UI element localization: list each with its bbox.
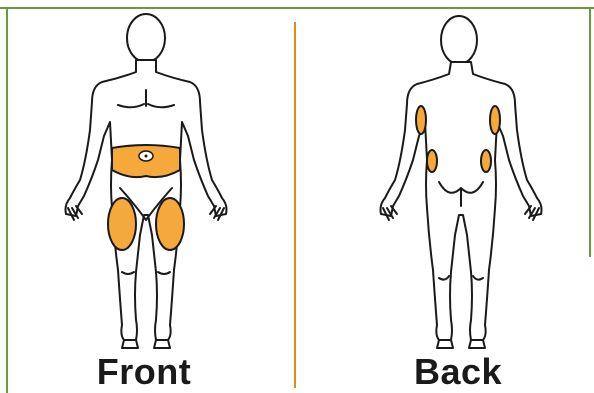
- front-body-figure: [40, 10, 250, 355]
- left-hip-injection-area: [427, 150, 437, 172]
- front-label: Front: [24, 352, 264, 392]
- feet-lines: [437, 340, 485, 348]
- frame-left-border: [6, 7, 8, 393]
- back-label: Back: [338, 352, 578, 392]
- back-body-figure: [355, 10, 565, 355]
- right-upper-arm-injection-area: [490, 106, 500, 134]
- left-thigh-injection-area: [108, 198, 136, 250]
- frame-right-border: [589, 7, 591, 257]
- right-thigh-injection-area: [156, 198, 184, 250]
- left-upper-arm-injection-area: [416, 106, 426, 134]
- right-hip-injection-area: [481, 150, 491, 172]
- vertical-divider: [294, 22, 296, 388]
- head-outline: [441, 16, 477, 64]
- frame-top-border: [0, 7, 594, 9]
- head-outline: [127, 14, 165, 62]
- feet-lines: [122, 340, 170, 348]
